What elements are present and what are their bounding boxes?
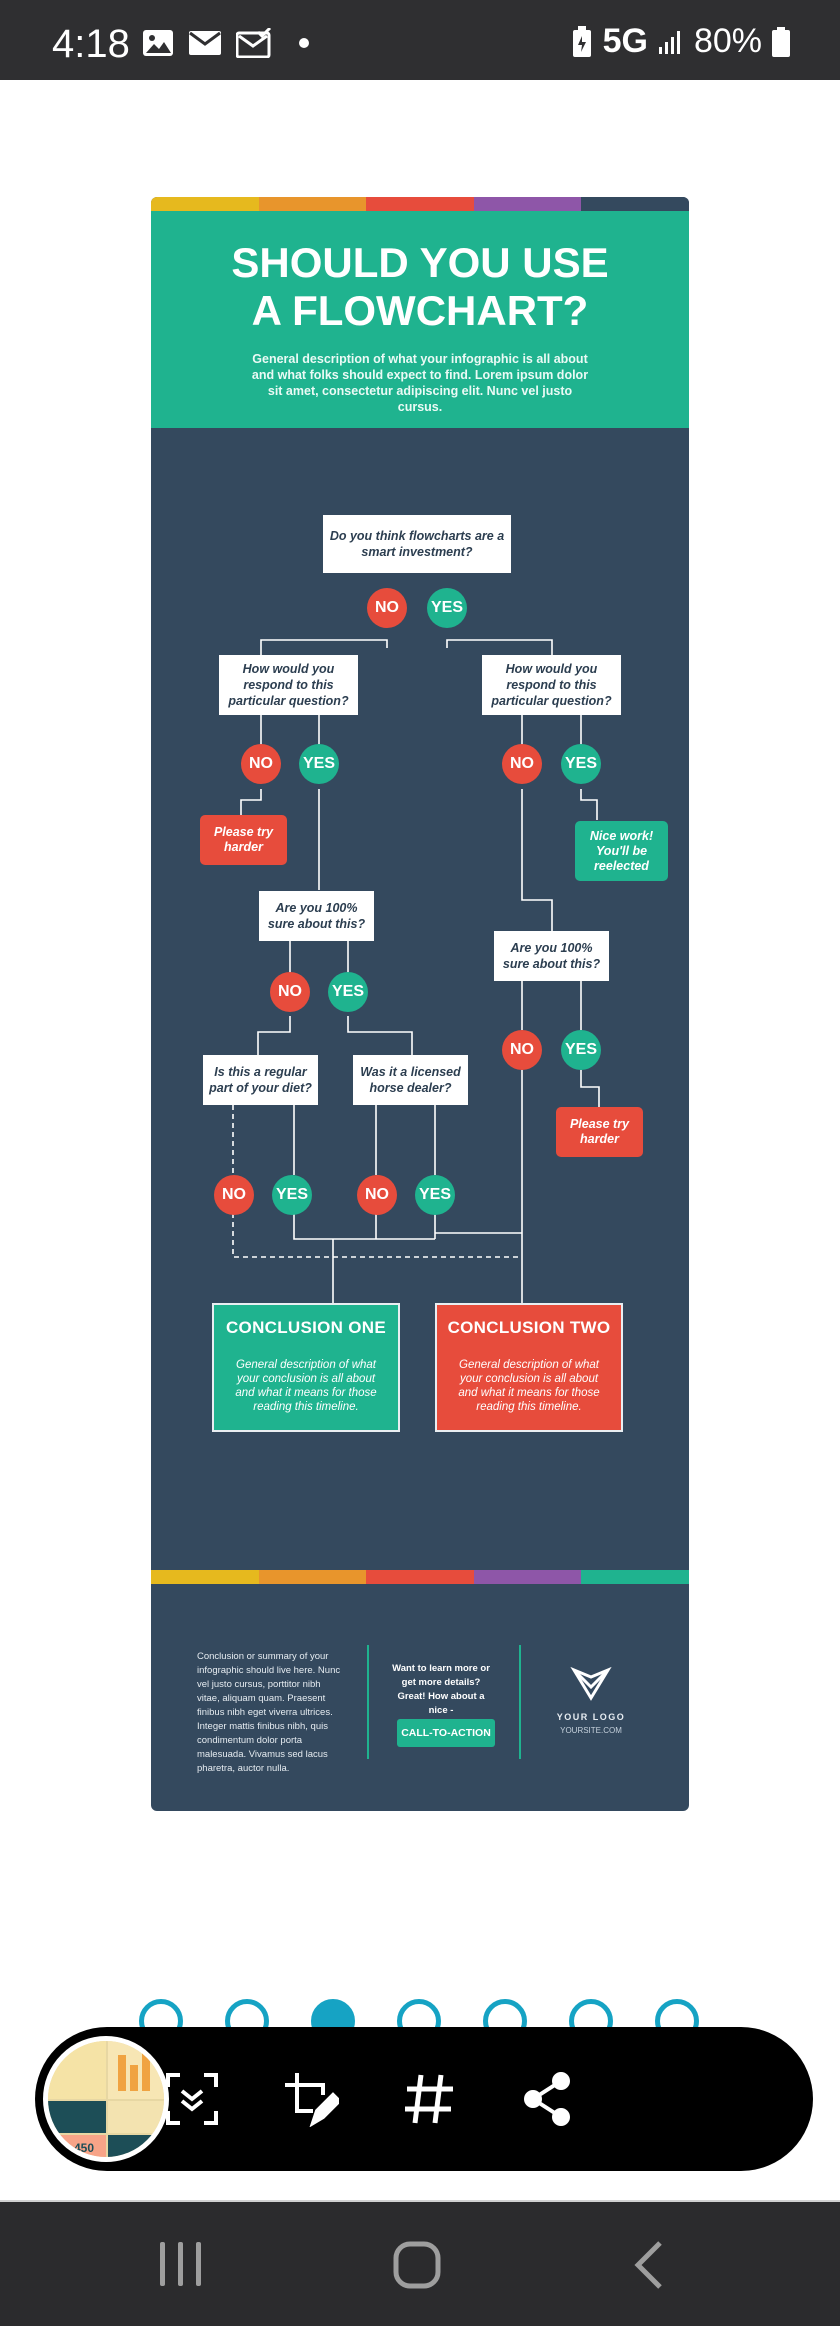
image-icon <box>143 30 173 56</box>
hashtag-icon[interactable] <box>401 2071 457 2127</box>
call-to-action-button[interactable]: CALL-TO-ACTION <box>397 1719 495 1747</box>
conclusion-two: CONCLUSION TWO General description of wh… <box>435 1303 623 1432</box>
conclusion-one-desc: General description of what your conclus… <box>235 1359 377 1413</box>
battery-saver-icon <box>572 25 591 57</box>
question-smart-investment: Do you think flowcharts are a smart inve… <box>323 515 511 573</box>
question-regular-diet: Is this a regular part of your diet? <box>203 1055 318 1105</box>
logo-url: YOURSITE.COM <box>560 1726 622 1735</box>
battery-level: 80% <box>693 22 762 60</box>
navbar-separator <box>0 2200 840 2202</box>
footer-summary: Conclusion or summary of your infographi… <box>197 1651 341 1774</box>
thumbnail-number: 1,450 <box>64 2141 95 2155</box>
recent-apps-icon[interactable] <box>158 2240 204 2290</box>
status-bar: 4:18 5G 80% <box>0 0 840 80</box>
title-line-1: SHOULD YOU USE <box>231 239 609 286</box>
top-color-stripe <box>151 197 689 211</box>
navigation-bar <box>0 2202 840 2326</box>
footer-cta-text: Want to learn more or get more details? … <box>392 1663 490 1716</box>
answer-yes-circle: YES <box>561 744 601 784</box>
logo-text: YOUR LOGO <box>556 1712 626 1722</box>
answer-yes-circle: YES <box>272 1175 312 1215</box>
conclusion-one-title: CONCLUSION ONE <box>225 1318 387 1337</box>
answer-no-circle: NO <box>502 1030 542 1070</box>
answer-no-circle: NO <box>270 972 310 1012</box>
conclusion-two-title: CONCLUSION TWO <box>447 1318 611 1337</box>
status-right: 5G 80% <box>571 22 790 61</box>
conclusion-one: CONCLUSION ONE General description of wh… <box>212 1303 400 1432</box>
result-try-harder: Please try harder <box>556 1107 643 1157</box>
scroll-capture-icon[interactable] <box>164 2071 220 2127</box>
footer-divider <box>367 1645 369 1759</box>
battery-icon <box>772 26 790 57</box>
question-sure-left: Are you 100% sure about this? <box>259 891 374 941</box>
screenshot-thumbnail[interactable]: 1,450 <box>43 2036 169 2162</box>
logo-icon <box>570 1666 612 1701</box>
answer-no-circle: NO <box>367 588 407 628</box>
question-horse-dealer: Was it a licensed horse dealer? <box>353 1055 468 1105</box>
status-time: 4:18 <box>52 22 130 66</box>
home-icon[interactable] <box>392 2240 442 2290</box>
infographic-header: SHOULD YOU USE A FLOWCHART? General desc… <box>151 211 689 428</box>
title-line-2: A FLOWCHART? <box>251 287 589 334</box>
result-try-harder: Please try harder <box>200 815 287 865</box>
mail-check-icon <box>236 28 272 58</box>
infographic-subtitle: General description of what your infogra… <box>251 352 589 414</box>
notification-icons <box>142 28 312 58</box>
network-type: 5G <box>602 22 648 60</box>
answer-yes-circle: YES <box>415 1175 455 1215</box>
mail-icon <box>189 31 221 55</box>
question-sure-right: Are you 100% sure about this? <box>494 931 609 981</box>
bottom-color-stripe <box>151 1570 689 1584</box>
answer-no-circle: NO <box>502 744 542 784</box>
back-icon[interactable] <box>632 2240 666 2290</box>
question-respond-left: How would you respond to this particular… <box>219 655 358 715</box>
answer-no-circle: NO <box>214 1175 254 1215</box>
answer-yes-circle: YES <box>328 972 368 1012</box>
answer-no-circle: NO <box>241 744 281 784</box>
flowchart-connectors <box>232 590 600 1305</box>
conclusion-two-desc: General description of what your conclus… <box>458 1359 600 1413</box>
answer-no-circle: NO <box>357 1175 397 1215</box>
screenshot-toolbar: 1,450 <box>35 2027 813 2171</box>
footer-divider <box>519 1645 521 1759</box>
dot-icon <box>299 38 309 48</box>
result-nice-work: Nice work! You'll be reelected <box>575 821 668 881</box>
answer-yes-circle: YES <box>299 744 339 784</box>
share-icon[interactable] <box>519 2071 575 2127</box>
answer-yes-circle: YES <box>427 588 467 628</box>
crop-edit-icon[interactable] <box>283 2071 339 2127</box>
infographic-title: SHOULD YOU USE A FLOWCHART? <box>151 239 689 335</box>
answer-yes-circle: YES <box>561 1030 601 1070</box>
question-respond-right: How would you respond to this particular… <box>482 655 621 715</box>
flowchart-infographic: SHOULD YOU USE A FLOWCHART? General desc… <box>151 197 689 1811</box>
signal-icon <box>658 30 680 54</box>
